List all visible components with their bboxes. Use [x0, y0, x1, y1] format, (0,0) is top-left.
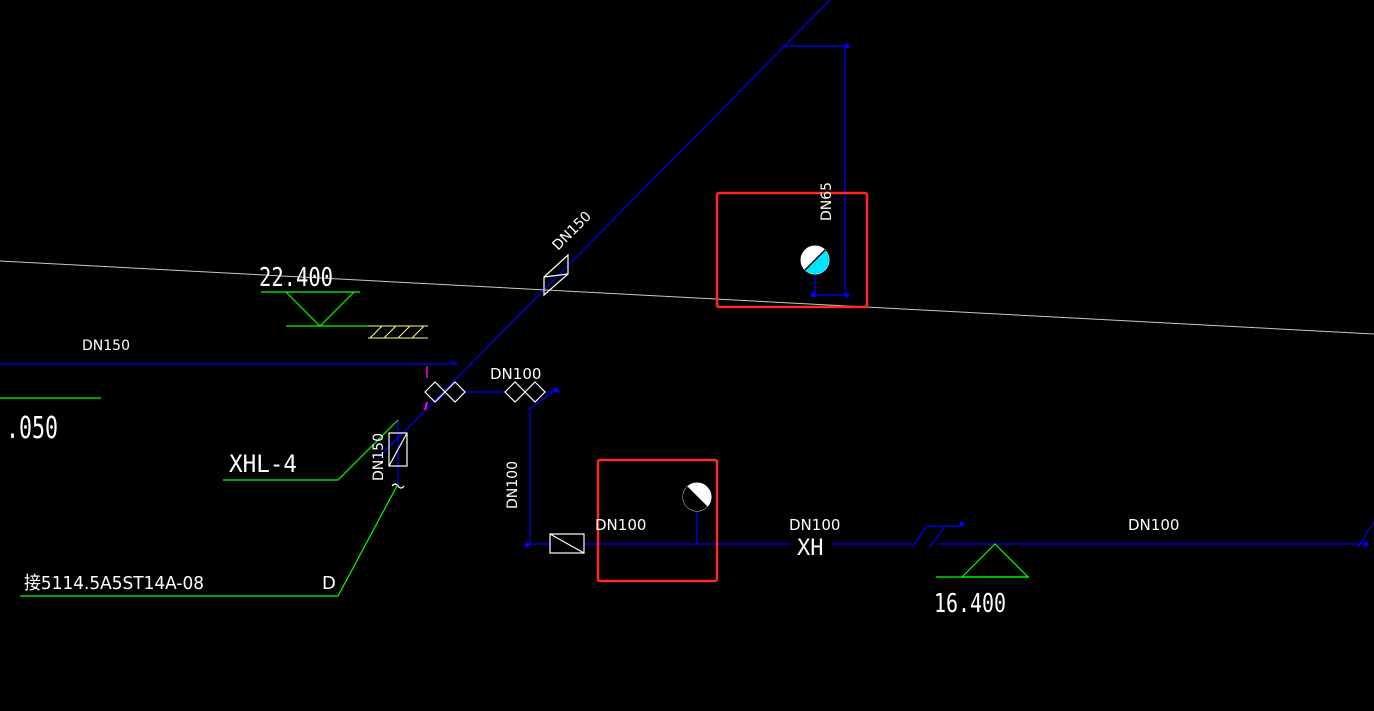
riser-id-label: XHL-4: [229, 450, 297, 478]
pipe-network: [0, 0, 1374, 548]
pipe-label-dn100-lower-c: DN100: [1128, 516, 1179, 534]
pipe-label-dn150-vertical: DN150: [371, 433, 387, 481]
pressure-gauge-icon[interactable]: [800, 245, 830, 275]
marker-magenta-bottom: [424, 401, 428, 411]
pipe-riser-diagonal[interactable]: [377, 0, 831, 459]
pipe-label-dn150-riser: DN150: [550, 209, 595, 254]
pipe-label-dn150-horizontal: DN150: [82, 338, 130, 354]
elevation-triangle-icon: [960, 543, 1030, 578]
check-valve-icon[interactable]: [549, 533, 585, 554]
reference-line: [0, 260, 1374, 335]
xh-code-label: XH: [797, 536, 824, 561]
double-valve-icon[interactable]: [504, 381, 546, 403]
pressure-gauge-icon[interactable]: [682, 482, 712, 512]
pipe-label-dn100-lower-b: DN100: [789, 516, 840, 534]
pipe-label-dn100-top: DN100: [490, 365, 541, 383]
valve-icon[interactable]: [543, 253, 569, 297]
pipe-label-dn100-vertical: DN100: [505, 461, 521, 509]
reference-note-label: 接5114.5A5ST14A-08: [24, 573, 204, 594]
ground-hatch: [368, 325, 428, 339]
reference-suffix-label: D: [322, 573, 336, 594]
highlight-box-lower[interactable]: [596, 458, 719, 583]
pipe-label-dn65: DN65: [819, 182, 835, 221]
highlight-box-upper[interactable]: [715, 191, 869, 309]
leader-reference-note: [20, 483, 399, 597]
check-valve-icon[interactable]: [388, 432, 408, 489]
double-valve-icon[interactable]: [424, 381, 466, 403]
leader-riser-id: [223, 419, 399, 481]
pipe-label-dn100-lower-a: DN100: [595, 516, 646, 534]
elevation-label-lower: 16.400: [934, 589, 1006, 619]
elevation-triangle-icon: [285, 291, 355, 327]
elevation-label-left: .050: [6, 411, 58, 446]
elevation-label-upper: 22.400: [259, 263, 333, 293]
